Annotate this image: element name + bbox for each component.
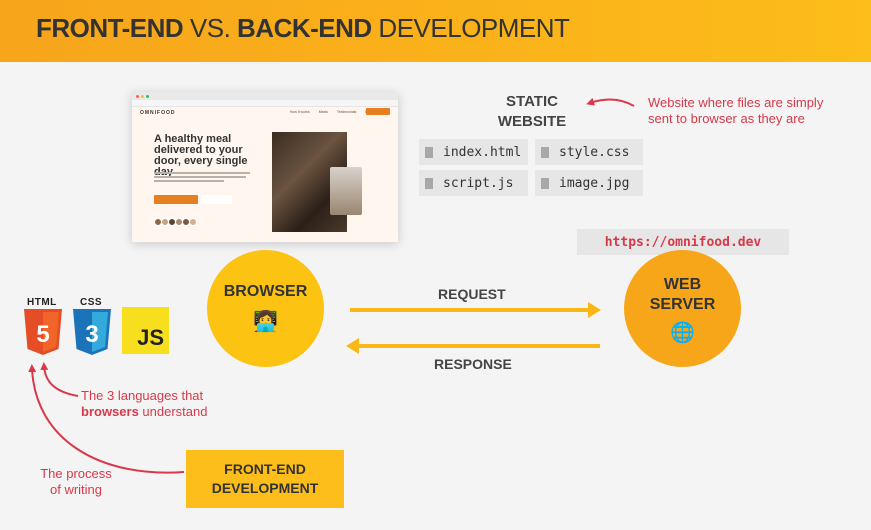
browser-label: BROWSER [223,283,308,300]
response-label: RESPONSE [434,356,512,372]
site-phone-image [330,167,362,215]
file-name: style.css [559,144,630,160]
response-arrow [358,344,600,348]
browser-circle: BROWSER 👩‍💻 [207,250,324,367]
developer-icon: 👩‍💻 [253,311,278,333]
front-end-line-1: FRONT-END [224,461,306,477]
front-end-line-2: DEVELOPMENT [211,480,319,496]
site-nav-link: Meals [318,110,329,114]
site-nav-link: Testimonials [337,110,357,114]
title-front-end: FRONT-END [36,13,184,43]
file-name: index.html [443,144,522,160]
javascript-icon: JS [122,307,169,354]
server-label-line-2: SERVER [649,295,716,313]
title-vs: VS. [183,13,238,43]
languages-note-bold: browsers [81,404,139,419]
page-title: FRONT-END VS. BACK-END DEVELOPMENT [36,13,570,44]
process-note-arrow [28,364,185,474]
title-development: DEVELOPMENT [371,13,570,43]
languages-note: The 3 languages that browsers understand [81,388,241,420]
response-arrow-head-icon [346,338,359,354]
site-customer-avatars [154,218,197,226]
site-primary-button [154,195,198,204]
js-logo-text: JS [137,325,164,350]
site-nav: OMNIFOOD How it works Meals Testimonials… [140,108,390,118]
languages-note-rest: understand [138,404,208,419]
request-arrow-head-icon [588,302,601,318]
static-note-arrow [586,97,635,107]
css3-icon: 3 [73,309,111,355]
site-nav-link: How it works [289,110,310,114]
html-label: HTML [27,297,57,308]
web-server-circle: WEB SERVER 🌐 [624,250,741,367]
site-description [154,172,252,184]
request-arrow [350,308,590,312]
site-cta-button [366,108,390,115]
file-script-js: script.js [419,170,528,196]
site-secondary-button [202,195,232,204]
file-style-css: style.css [535,139,643,165]
front-end-development-box: FRONT-END DEVELOPMENT [186,450,344,508]
languages-note-arrow [40,362,79,397]
file-name: image.jpg [559,175,630,191]
browser-chrome-bar [132,92,398,100]
file-image-jpg: image.jpg [535,170,643,196]
site-url: https://omnifood.dev [577,229,789,255]
request-label: REQUEST [438,286,506,302]
file-name: script.js [443,175,514,191]
file-index-html: index.html [419,139,528,165]
browser-url-bar [132,100,398,107]
process-note: The process of writing [26,466,126,498]
file-icon [425,146,433,158]
site-logo: OMNIFOOD [140,110,176,116]
globe-icon: 🌐 [670,321,695,344]
file-icon [425,177,433,189]
file-icon [541,177,549,189]
static-website-note: Website where files are simply sent to b… [648,95,824,126]
process-note-line-2: of writing [49,482,103,497]
title-banner: FRONT-END VS. BACK-END DEVELOPMENT [0,0,871,62]
html5-icon: 5 [24,309,62,355]
static-website-title: STATIC WEBSITE [497,93,567,130]
title-back-end: BACK-END [237,13,372,43]
css-label: CSS [80,297,103,308]
server-label-line-1: WEB [663,275,702,293]
css3-number: 3 [85,321,98,348]
process-note-line-1: The process [40,466,112,481]
website-screenshot: OMNIFOOD How it works Meals Testimonials… [132,92,398,242]
html5-number: 5 [36,321,49,348]
languages-note-line-1: The 3 languages that [81,388,204,403]
file-icon [541,146,549,158]
